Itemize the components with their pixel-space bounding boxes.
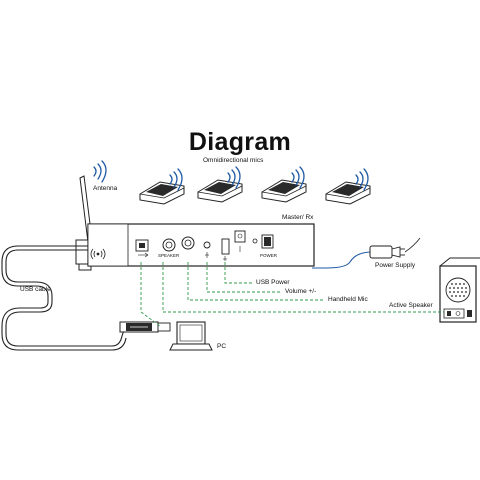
power-adapter-icon: [312, 237, 421, 269]
mic-1: [139, 181, 185, 205]
usb-power-line: [224, 262, 252, 284]
label-usb-power: USB Power: [256, 279, 290, 286]
volume-knob: [203, 241, 211, 249]
usb-plug: [119, 321, 171, 333]
label-pc: PC: [217, 343, 227, 350]
mic-2: [197, 179, 243, 203]
volume-line: [206, 262, 282, 293]
usb-power-port: [221, 238, 230, 255]
label-mics: Omnidirectional mics: [203, 157, 264, 164]
label-port-power: POWER: [260, 253, 278, 258]
laptop-icon: [169, 321, 213, 351]
mic-4: [325, 181, 371, 205]
speaker-line: [162, 262, 444, 313]
label-antenna: Antenna: [93, 185, 118, 192]
label-handheld-mic: Handheld Mic: [328, 296, 368, 303]
receiver-unit: [87, 223, 315, 267]
label-active-speaker: Active Speaker: [389, 302, 433, 309]
label-receiver: Master/ Rx: [282, 214, 314, 221]
usb-data-line: [140, 262, 161, 327]
speaker-grille: [449, 283, 467, 297]
speaker-icon: [439, 257, 480, 323]
label-port-speaker: SPEAKER: [158, 253, 180, 258]
handheld-mic-line: [187, 262, 325, 301]
label-volume: Volume +/-: [285, 288, 317, 295]
wireless-icon: [90, 248, 106, 260]
wifi-signal-icon: [93, 160, 369, 191]
usb-cable: [5, 249, 125, 347]
mic-3: [261, 179, 307, 203]
label-usb-cable: USB cable: [20, 286, 51, 293]
usb-icon: [138, 252, 149, 258]
label-power-supply: Power Supply: [375, 262, 416, 269]
page-title: Diagram: [188, 128, 292, 156]
